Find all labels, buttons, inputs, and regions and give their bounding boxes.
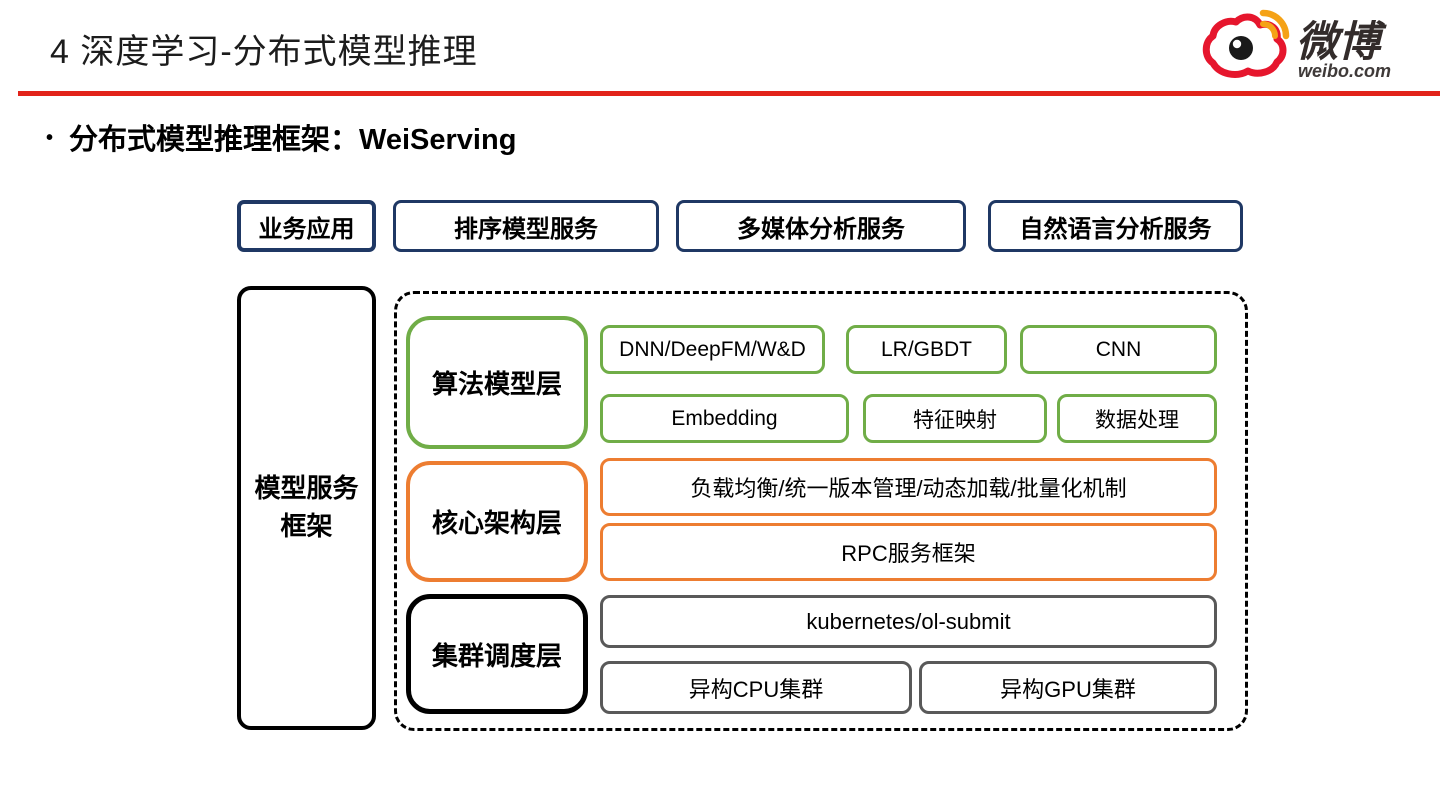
section-heading: • 分布式模型推理框架：WeiServing bbox=[46, 116, 516, 158]
service-box-multimedia: 多媒体分析服务 bbox=[676, 200, 966, 252]
weibo-domain: weibo.com bbox=[1298, 61, 1391, 81]
item-cpu-cluster: 异构CPU集群 bbox=[600, 661, 912, 714]
item-feature-mapping: 特征映射 bbox=[863, 394, 1047, 443]
item-lr-gbdt: LR/GBDT bbox=[846, 325, 1007, 374]
layer-label-core: 核心架构层 bbox=[406, 461, 588, 582]
layer-label-cluster: 集群调度层 bbox=[406, 594, 588, 714]
section-heading-text: 分布式模型推理框架：WeiServing bbox=[69, 124, 517, 156]
item-gpu-cluster: 异构GPU集群 bbox=[919, 661, 1217, 714]
bullet-dot: • bbox=[46, 127, 54, 149]
item-rpc: RPC服务框架 bbox=[600, 523, 1217, 581]
service-box-ranking: 排序模型服务 bbox=[393, 200, 659, 252]
weibo-logo: 微博 weibo.com bbox=[1198, 8, 1430, 86]
layers-container bbox=[394, 291, 1248, 731]
service-box-business-app: 业务应用 bbox=[237, 200, 376, 252]
item-embedding: Embedding bbox=[600, 394, 849, 443]
item-dnn: DNN/DeepFM/W&D bbox=[600, 325, 825, 374]
framework-box: 模型服务 框架 bbox=[237, 286, 376, 730]
title-underline bbox=[18, 91, 1440, 96]
layer-label-algorithm: 算法模型层 bbox=[406, 316, 588, 449]
weibo-eye-icon: 微博 weibo.com bbox=[1202, 9, 1391, 81]
item-kubernetes: kubernetes/ol-submit bbox=[600, 595, 1217, 648]
item-load-balance: 负载均衡/统一版本管理/动态加载/批量化机制 bbox=[600, 458, 1217, 516]
item-data-processing: 数据处理 bbox=[1057, 394, 1217, 443]
item-cnn: CNN bbox=[1020, 325, 1217, 374]
framework-label-line1: 模型服务 bbox=[254, 473, 359, 504]
page-title: 4 深度学习-分布式模型推理 bbox=[50, 33, 478, 71]
service-box-nlp: 自然语言分析服务 bbox=[988, 200, 1243, 252]
weibo-wordmark: 微博 bbox=[1296, 18, 1387, 65]
framework-label-line2: 框架 bbox=[280, 511, 333, 541]
